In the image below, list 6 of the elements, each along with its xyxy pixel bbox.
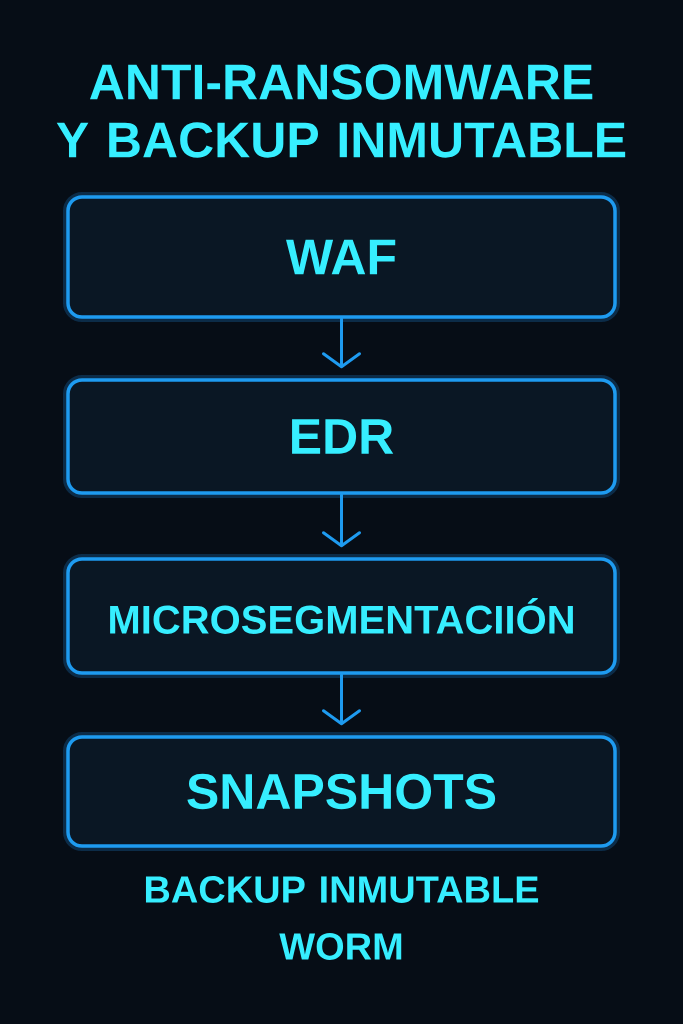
process-box: MICROSEGMENTACIIÓN [63,554,620,678]
caption-text: BACKUP INMUTABLE WORM [145,876,539,960]
title: ANTI-RANSOMWARE Y BACKUP INMUTABLE [56,64,626,158]
process-box: EDR [63,375,620,498]
process-box: SNAPSHOTS [63,732,620,851]
process-box: WAF [63,192,620,322]
